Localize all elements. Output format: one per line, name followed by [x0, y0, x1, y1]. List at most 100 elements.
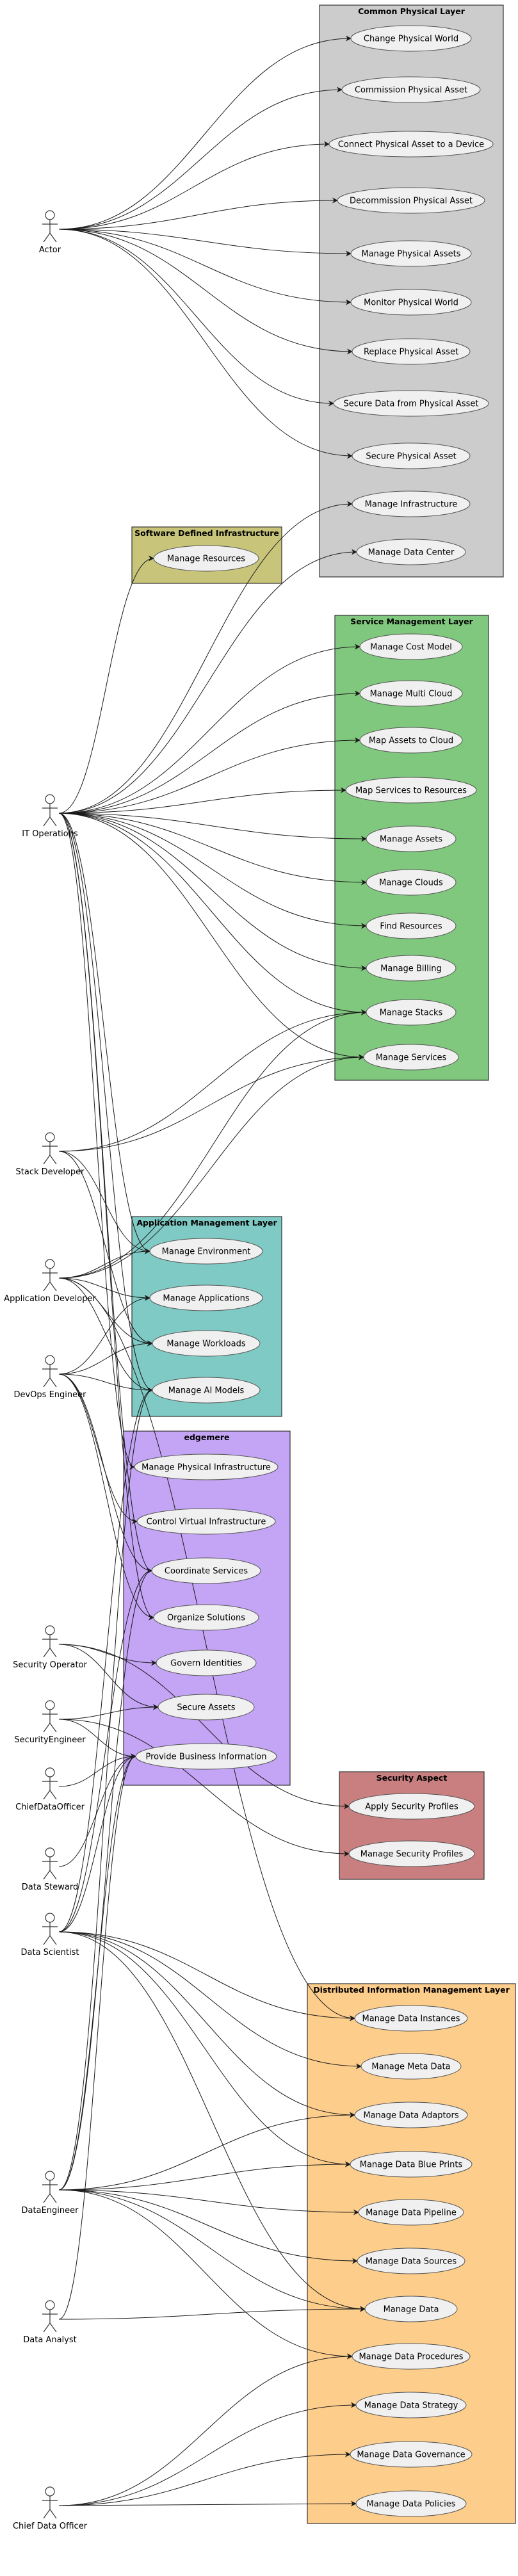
- actor-actor[interactable]: Actor: [39, 210, 61, 255]
- usecase-ellipse: [153, 545, 259, 572]
- usecase-label: Change Physical World: [364, 35, 458, 44]
- usecase-adaptors[interactable]: Manage Data Adaptors: [354, 2102, 468, 2128]
- edge-seceng-to-secure_assets: [58, 1704, 159, 1720]
- usecase-label: Manage Physical Assets: [361, 250, 460, 259]
- actor-cdo1[interactable]: ChiefDataOfficer: [15, 1767, 85, 1812]
- usecase-replace[interactable]: Replace Physical Asset: [352, 338, 471, 365]
- stick-figure-icon: [42, 1355, 58, 1388]
- usecase-organize[interactable]: Organize Solutions: [153, 1604, 259, 1631]
- actor-secop[interactable]: Security Operator: [13, 1625, 88, 1670]
- usecase-pipeline[interactable]: Manage Data Pipeline: [358, 2199, 464, 2226]
- edge-appdev-to-data_instances: [58, 1277, 355, 2021]
- package-title: Software Defined Infrastructure: [134, 528, 279, 538]
- usecase-secure_phys[interactable]: Secure Physical Asset: [352, 442, 471, 469]
- usecase-ellipse: [348, 1840, 475, 1867]
- usecase-ellipse: [366, 869, 457, 896]
- edge-dataeng-to-manage_data: [58, 2189, 366, 2312]
- usecase-data_instances[interactable]: Manage Data Instances: [354, 2005, 468, 2032]
- usecase-apply_sec[interactable]: Apply Security Profiles: [348, 1793, 475, 1820]
- usecase-ellipse: [152, 1330, 261, 1357]
- usecase-procedures[interactable]: Manage Data Procedures: [352, 2343, 471, 2370]
- usecase-secure_data_phys[interactable]: Secure Data from Physical Asset: [333, 390, 489, 417]
- usecase-label: Manage Services: [376, 1053, 447, 1063]
- usecase-find_res[interactable]: Find Resources: [366, 912, 457, 939]
- usecase-manage_res[interactable]: Manage Resources: [153, 545, 259, 572]
- usecase-manage_dc[interactable]: Manage Data Center: [356, 539, 466, 565]
- usecase-label: Monitor Physical World: [364, 298, 458, 308]
- usecase-cost_model[interactable]: Manage Cost Model: [359, 633, 463, 660]
- usecase-commission[interactable]: Commission Physical Asset: [341, 76, 481, 103]
- actor-label: Stack Developer: [16, 1167, 85, 1177]
- usecase-coordinate[interactable]: Coordinate Services: [151, 1557, 261, 1584]
- usecase-governance[interactable]: Manage Data Governance: [350, 2441, 473, 2468]
- usecase-ellipse: [328, 131, 494, 158]
- actor-analyst[interactable]: Data Analyst: [23, 2300, 77, 2345]
- usecase-manage_clouds[interactable]: Manage Clouds: [366, 869, 457, 896]
- actor-itops[interactable]: IT Operations: [22, 794, 78, 839]
- usecase-environment[interactable]: Manage Environment: [149, 1238, 263, 1265]
- usecase-ellipse: [366, 999, 457, 1026]
- usecase-manage_infra[interactable]: Manage Infrastructure: [352, 490, 471, 517]
- usecase-ellipse: [153, 1604, 259, 1631]
- usecase-ai_models[interactable]: Manage AI Models: [152, 1377, 261, 1404]
- edge-actor-to-secure_phys: [58, 229, 353, 459]
- actor-dataeng[interactable]: DataEngineer: [22, 2171, 79, 2216]
- usecase-ellipse: [149, 1284, 263, 1311]
- edge-cdo1-to-business_info: [58, 1753, 136, 1787]
- edge-itops-to-cost_model: [58, 644, 360, 814]
- actor-appdev[interactable]: Application Developer: [4, 1259, 96, 1304]
- usecase-label: Manage Environment: [162, 1247, 251, 1257]
- usecase-map_services[interactable]: Map Services to Resources: [345, 777, 477, 804]
- usecase-manage_assets[interactable]: Manage Assets: [366, 825, 457, 852]
- usecase-map_cloud[interactable]: Map Assets to Cloud: [359, 727, 463, 754]
- usecase-label: Manage Data Pipeline: [366, 2208, 457, 2218]
- actor-cdo2[interactable]: Chief Data Officer: [13, 2486, 88, 2531]
- edge-devops-to-applications: [58, 1295, 150, 1375]
- usecase-applications[interactable]: Manage Applications: [149, 1284, 263, 1311]
- usecase-phys_infra[interactable]: Manage Physical Infrastructure: [134, 1454, 279, 1480]
- usecase-ellipse: [359, 727, 463, 754]
- actor-stackdev[interactable]: Stack Developer: [16, 1132, 85, 1177]
- usecase-strategy[interactable]: Manage Data Strategy: [355, 2392, 467, 2418]
- edge-itops-to-find_res: [58, 813, 367, 929]
- usecase-decommission[interactable]: Decommission Physical Asset: [337, 187, 485, 214]
- usecase-connect[interactable]: Connect Physical Asset to a Device: [328, 131, 494, 158]
- actor-label: SecurityEngineer: [14, 1735, 86, 1745]
- usecase-stacks[interactable]: Manage Stacks: [366, 999, 457, 1026]
- usecase-secure_assets[interactable]: Secure Assets: [158, 1694, 255, 1721]
- usecase-label: Manage Data Adaptors: [363, 2111, 458, 2121]
- usecase-label: Map Services to Resources: [355, 786, 467, 796]
- actor-steward[interactable]: Data Steward: [22, 1847, 79, 1892]
- actor-devops[interactable]: DevOps Engineer: [14, 1355, 87, 1400]
- stick-figure-icon: [42, 1259, 58, 1292]
- usecase-services[interactable]: Manage Services: [363, 1044, 459, 1071]
- actor-scientist[interactable]: Data Scientist: [21, 1913, 79, 1957]
- usecase-label: Map Assets to Cloud: [369, 736, 453, 746]
- actor-label: DevOps Engineer: [14, 1390, 87, 1400]
- package-title: edgemere: [184, 1432, 230, 1442]
- usecase-label: Find Resources: [380, 922, 442, 932]
- usecase-manage_phys[interactable]: Manage Physical Assets: [350, 240, 472, 267]
- usecase-sources[interactable]: Manage Data Sources: [357, 2248, 465, 2274]
- usecase-multi_cloud[interactable]: Manage Multi Cloud: [359, 680, 463, 707]
- usecase-monitor_world[interactable]: Monitor Physical World: [350, 289, 472, 316]
- usecase-manage_data[interactable]: Manage Data: [364, 2296, 458, 2322]
- stick-figure-icon: [42, 1913, 58, 1945]
- usecase-workloads[interactable]: Manage Workloads: [152, 1330, 261, 1357]
- usecase-virt_infra[interactable]: Control Virtual Infrastructure: [136, 1508, 276, 1535]
- usecase-change_world[interactable]: Change Physical World: [350, 25, 472, 52]
- usecase-label: Manage Security Profiles: [360, 1850, 464, 1859]
- actor-seceng[interactable]: SecurityEngineer: [14, 1700, 86, 1745]
- usecase-meta_data[interactable]: Manage Meta Data: [360, 2053, 462, 2080]
- usecase-label: Manage Billing: [380, 964, 442, 974]
- actor-label: Data Analyst: [23, 2335, 76, 2345]
- usecase-blueprints[interactable]: Manage Data Blue Prints: [350, 2151, 473, 2178]
- usecase-billing[interactable]: Manage Billing: [366, 955, 457, 982]
- usecase-govern_id[interactable]: Govern Identities: [156, 1649, 257, 1676]
- usecase-business_info[interactable]: Provide Business Information: [135, 1743, 277, 1770]
- edge-cdo2-to-governance: [58, 2451, 351, 2506]
- usecase-manage_sec[interactable]: Manage Security Profiles: [348, 1840, 475, 1867]
- edge-devops-to-workloads: [58, 1340, 153, 1375]
- usecase-policies[interactable]: Manage Data Policies: [355, 2490, 467, 2517]
